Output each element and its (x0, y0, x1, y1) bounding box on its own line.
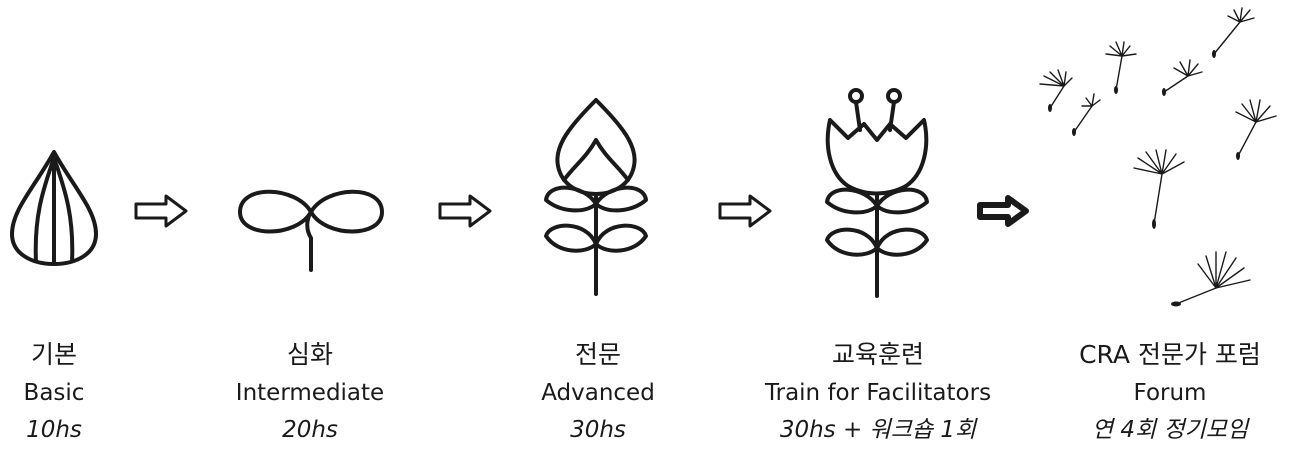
stage-title-kr: 교육훈련 (765, 336, 991, 374)
stage-title-en: Train for Facilitators (765, 374, 991, 412)
stage-title-kr: 전문 (541, 336, 655, 374)
arrow-right-icon (716, 192, 774, 234)
stage-title-kr: 기본 (24, 336, 85, 374)
bud-icon (540, 96, 652, 296)
stage-title-kr: 심화 (236, 336, 384, 374)
stage-title-en: Basic (24, 374, 85, 412)
arrow-right-icon (436, 192, 494, 234)
stage-label-facilitators: 교육훈련 Train for Facilitators 30hs + 워크숍 1… (765, 336, 991, 448)
stage-hours: 10hs (24, 412, 85, 448)
dandelion-seeds-icon (1030, 6, 1280, 318)
stage-label-basic: 기본 Basic 10hs (24, 336, 85, 448)
stage-hours: 30hs + 워크숍 1회 (765, 412, 991, 448)
stage-label-forum: CRA 전문가 포럼 Forum 연 4회 정기모임 (1079, 336, 1261, 448)
arrow-right-bold-icon (974, 192, 1032, 234)
stage-hours: 20hs (236, 412, 384, 448)
sprout-icon (236, 180, 386, 272)
stage-title-en: Intermediate (236, 374, 384, 412)
stage-title-en: Forum (1079, 374, 1261, 412)
stage-label-advanced: 전문 Advanced 30hs (541, 336, 655, 448)
arrow-right-icon (132, 192, 190, 234)
stage-hours: 연 4회 정기모임 (1079, 412, 1261, 448)
stage-label-intermediate: 심화 Intermediate 20hs (236, 336, 384, 448)
stage-title-en: Advanced (541, 374, 655, 412)
flower-icon (820, 86, 934, 298)
stage-title-kr: CRA 전문가 포럼 (1079, 336, 1261, 374)
stage-hours: 30hs (541, 412, 655, 448)
seed-icon (4, 148, 104, 268)
